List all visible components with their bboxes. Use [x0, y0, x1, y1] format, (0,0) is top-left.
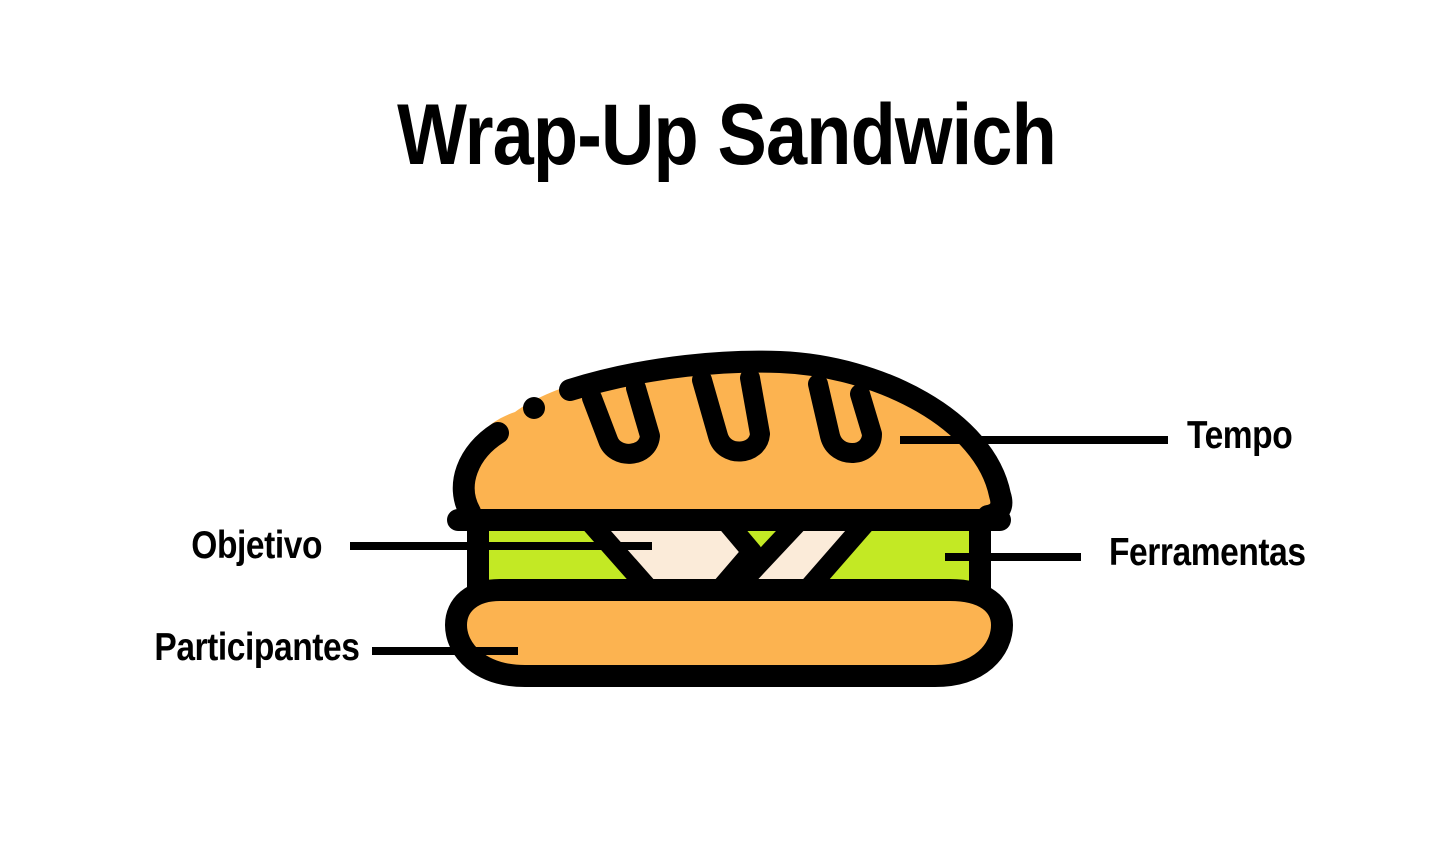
top-bun-outline [559, 350, 1013, 527]
sandwich-icon [445, 350, 1013, 687]
bottom-bun [445, 579, 1013, 687]
label-ferramentas: Ferramentas [1109, 531, 1306, 574]
label-tempo: Tempo [1187, 414, 1293, 457]
top-bun-outline-left [452, 422, 509, 523]
page-title: Wrap-Up Sandwich [397, 87, 1057, 183]
label-objetivo: Objetivo [191, 524, 322, 567]
bun-slit-3 [808, 374, 882, 463]
bun-seed-dot [523, 397, 545, 419]
bun-slit-2 [692, 368, 770, 462]
label-participantes: Participantes [153, 626, 359, 669]
bun-slit-1 [582, 378, 660, 464]
